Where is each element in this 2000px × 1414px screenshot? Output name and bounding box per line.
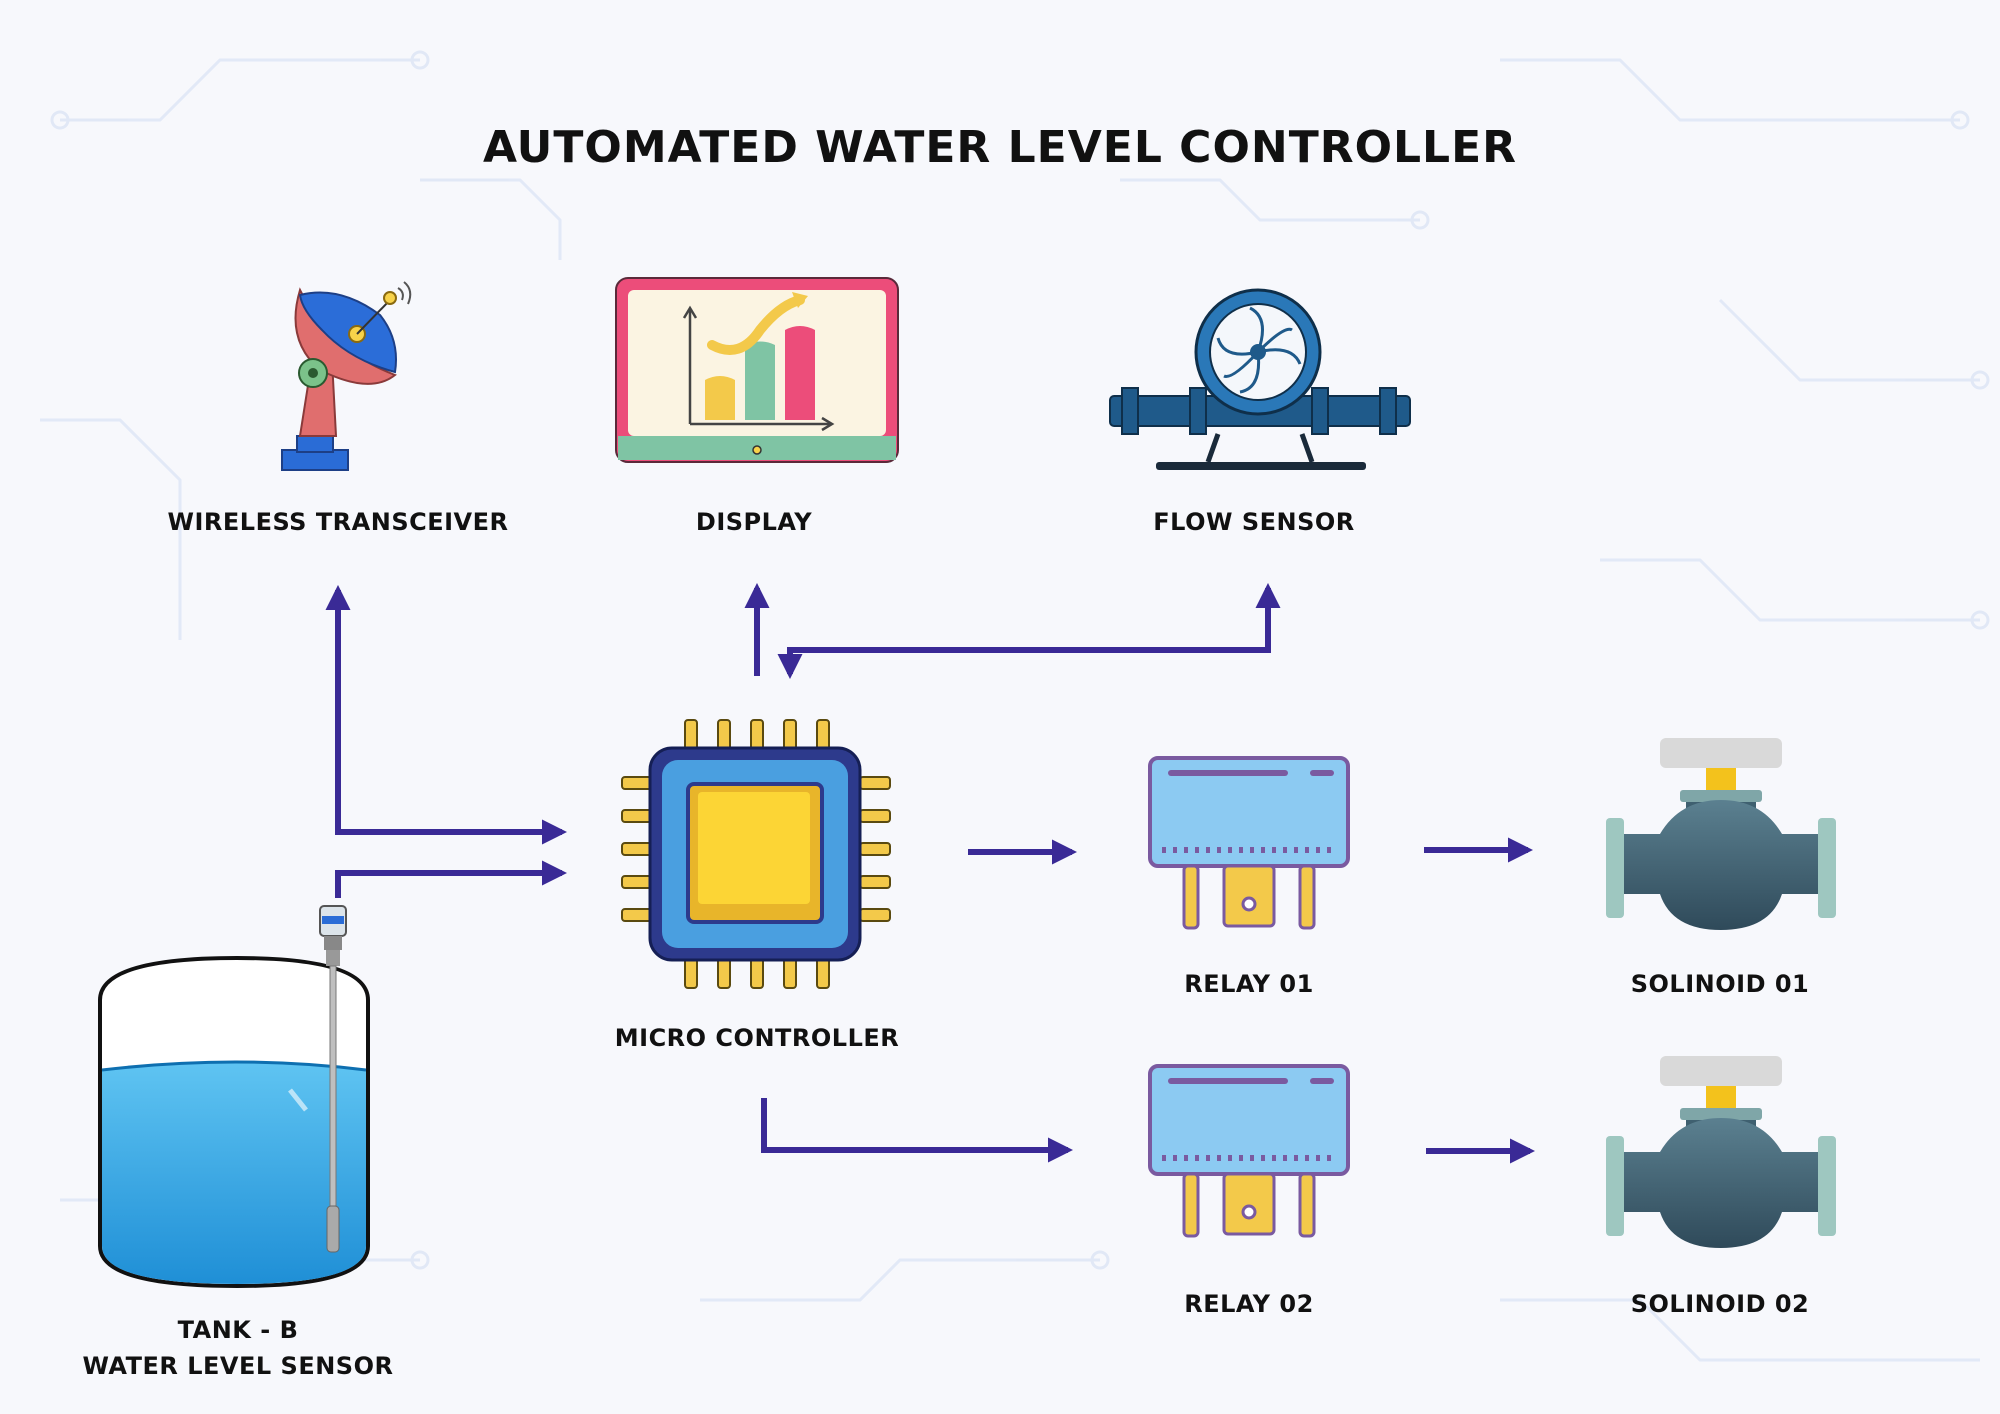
relay-icon <box>1148 1064 1350 1238</box>
chart-monitor-icon <box>615 277 899 463</box>
arrow-mcu-relay02 <box>761 1098 1074 1163</box>
connections <box>325 582 1536 1164</box>
label-solenoid-01: SOLINOID 01 <box>1630 970 1810 998</box>
label-flow-sensor: FLOW SENSOR <box>1153 508 1355 536</box>
cpu-chip-icon <box>621 719 891 989</box>
relay-icon <box>1148 756 1350 930</box>
satellite-dish-icon <box>281 281 412 471</box>
label-tank: TANK - B <box>177 1316 299 1344</box>
label-solenoid-02: SOLINOID 02 <box>1630 1290 1810 1318</box>
valve-icon <box>1606 738 1836 930</box>
label-wireless-transceiver: WIRELESS TRANSCEIVER <box>167 508 509 536</box>
arrow-sensor-mcu <box>335 860 568 898</box>
label-water-level-sensor: WATER LEVEL SENSOR <box>82 1352 394 1380</box>
label-relay-02: RELAY 02 <box>1184 1290 1314 1318</box>
label-micro-controller: MICRO CONTROLLER <box>614 1024 900 1052</box>
label-display: DISPLAY <box>695 508 813 536</box>
turbine-pipe-icon <box>1109 288 1411 470</box>
water-tank-icon <box>98 905 370 1289</box>
label-relay-01: RELAY 01 <box>1184 970 1314 998</box>
arrow-transceiver-mcu <box>325 584 568 845</box>
valve-icon <box>1606 1056 1836 1248</box>
arrow-flow-mcu <box>777 582 1281 680</box>
page-title: AUTOMATED WATER LEVEL CONTROLLER <box>482 122 1518 173</box>
